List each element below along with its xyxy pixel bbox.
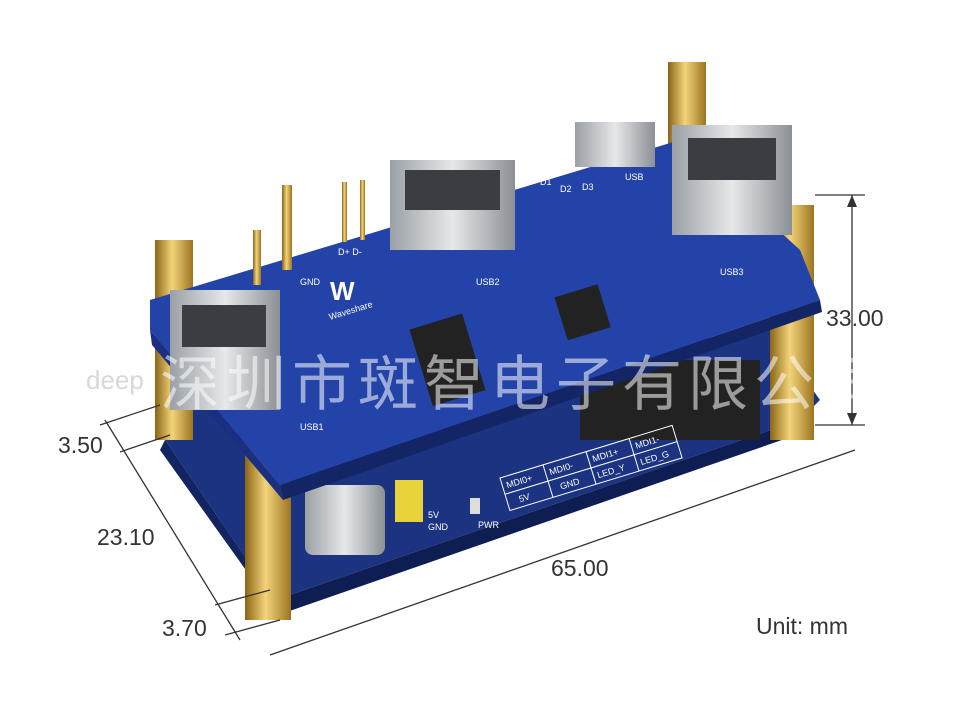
label-d1: D1 <box>540 177 552 187</box>
upper-board: W Waveshare USB2 USB3 USB1 USB GND D+ D-… <box>150 122 822 500</box>
dimension-lines <box>99 194 865 656</box>
micro-usb-port <box>575 122 655 167</box>
waveshare-logo-icon: W <box>330 276 355 306</box>
label-usb-micro: USB <box>625 172 644 182</box>
capacitor <box>305 485 385 555</box>
dimension-top-offset: 3.50 <box>58 432 103 458</box>
jumper <box>395 480 423 522</box>
label-data-pins: D+ D- <box>338 247 362 257</box>
label-pwr: PWR <box>478 520 499 530</box>
label-5v: 5V <box>428 510 439 520</box>
hdr-5v: 5V <box>518 491 531 504</box>
label-usb2: USB2 <box>476 277 500 287</box>
ic-chip <box>409 313 486 407</box>
label-usb3: USB3 <box>720 267 744 277</box>
unit-label: Unit: mm <box>756 613 848 639</box>
label-gnd: GND <box>300 277 321 287</box>
label-gnd-lower: GND <box>428 522 449 532</box>
dimension-height: 33.00 <box>826 305 884 331</box>
dimension-length: 65.00 <box>551 555 609 581</box>
dimension-bottom-offset: 3.70 <box>162 615 207 641</box>
label-usb1: USB1 <box>300 422 324 432</box>
dimension-arrows <box>847 195 857 425</box>
label-d2: D2 <box>560 184 572 194</box>
dimension-depth: 23.10 <box>97 524 155 550</box>
depth-dimension-line <box>104 419 241 641</box>
watermark-latin: deep <box>86 365 144 395</box>
length-dimension-line <box>269 449 856 656</box>
watermark: 深圳市斑智电子有限公司 <box>160 351 886 418</box>
label-d3: D3 <box>582 182 594 192</box>
